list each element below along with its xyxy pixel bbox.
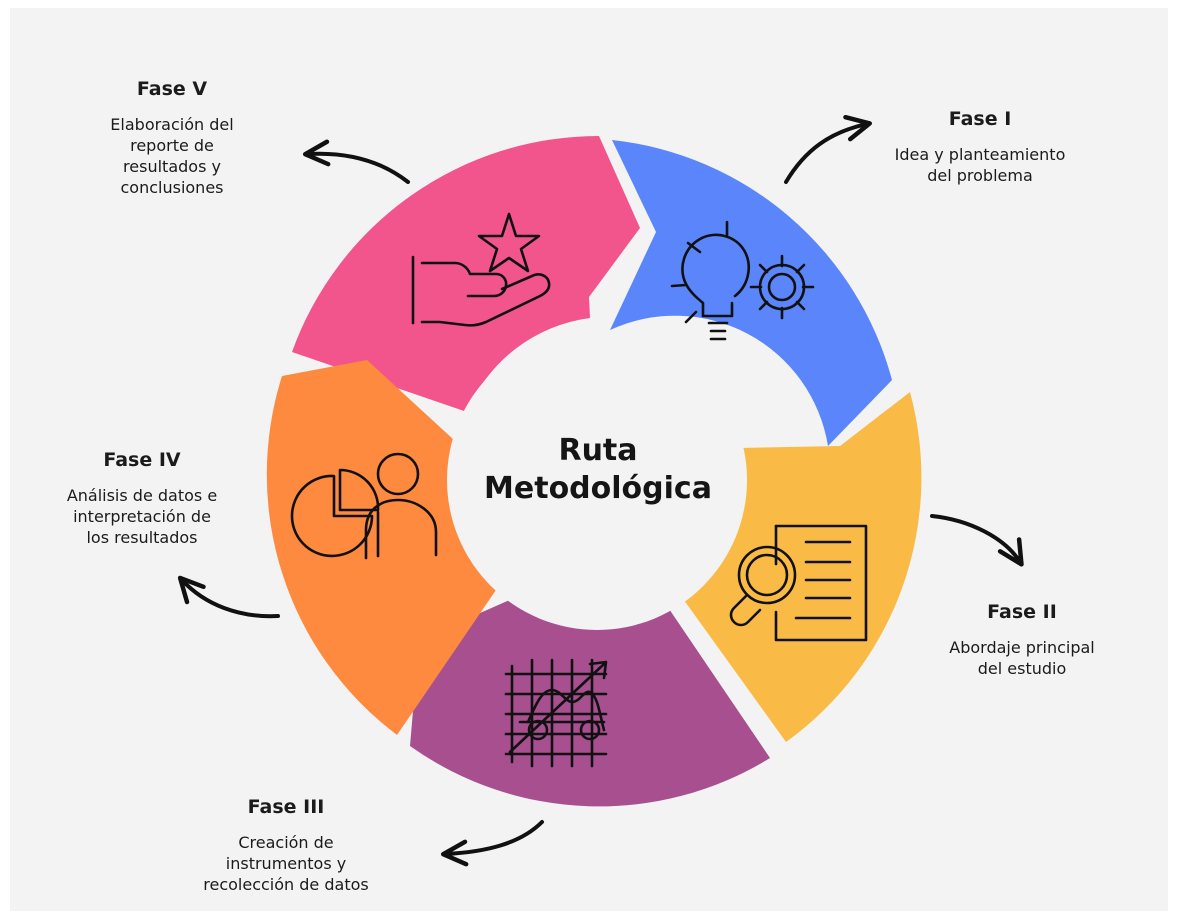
phase-title: Fase III (247, 796, 325, 818)
phase-description-line: Idea y planteamiento (894, 145, 1066, 164)
phase-label-fase-i: Fase I Idea y planteamiento del problema (870, 108, 1090, 186)
phase-title: Fase II (987, 601, 1057, 623)
hand-star-icon (411, 212, 551, 327)
phase-description: Análisis de datos e interpretación de lo… (22, 485, 262, 548)
pie-chart-user-icon (290, 452, 438, 560)
phase-label-fase-ii: Fase II Abordaje principal del estudio (922, 601, 1122, 679)
phase-description-line: interpretación de (73, 507, 211, 526)
phase-description: Creación de instrumentos y recolección d… (166, 832, 406, 895)
phase-description-line: del estudio (977, 659, 1067, 678)
segment-fase-v (292, 135, 640, 412)
phase-description-line: del problema (927, 166, 1033, 185)
center-title-line1: Ruta (558, 433, 638, 468)
segment-fase-iii (410, 598, 770, 807)
phase-description: Idea y planteamiento del problema (870, 144, 1090, 186)
segment-fase-iv (266, 360, 498, 735)
phase-description-line: reporte de (130, 136, 214, 155)
arrow-fase-iii (440, 820, 544, 867)
phase-description-line: conclusiones (120, 178, 224, 197)
phase-description-line: Creación de (238, 833, 334, 852)
phase-description: Elaboración del reporte de resultados y … (62, 114, 282, 198)
phase-description: Abordaje principal del estudio (922, 637, 1122, 679)
phase-title: Fase I (948, 108, 1012, 130)
phase-label-fase-iii: Fase III Creación de instrumentos y reco… (166, 796, 406, 895)
phase-description-line: recolección de datos (203, 875, 369, 894)
phase-description-line: los resultados (86, 528, 198, 547)
phase-title: Fase V (136, 78, 208, 100)
chart-analysis-icon (504, 658, 608, 768)
center-circle (447, 330, 747, 630)
center-title: Ruta Metodológica (466, 432, 730, 508)
phase-label-fase-iv: Fase IV Análisis de datos e interpretaci… (22, 449, 262, 548)
segment-fase-i (610, 140, 892, 446)
phase-description-line: instrumentos y (225, 854, 347, 873)
phase-title: Fase IV (103, 449, 181, 471)
document-search-icon (729, 524, 868, 642)
arrow-fase-i (784, 114, 872, 184)
center-title-line2: Metodológica (484, 471, 712, 506)
phase-description-line: Análisis de datos e (66, 486, 218, 505)
arrow-fase-iv (177, 575, 280, 619)
idea-gear-icon (670, 220, 815, 341)
arrow-fase-v (302, 139, 410, 184)
phase-description-line: Abordaje principal (949, 638, 1095, 657)
arrow-fase-ii (930, 514, 1024, 567)
phase-description-line: Elaboración del (110, 115, 234, 134)
phase-label-fase-v: Fase V Elaboración del reporte de result… (62, 78, 282, 198)
phase-description-line: resultados y (123, 157, 221, 176)
